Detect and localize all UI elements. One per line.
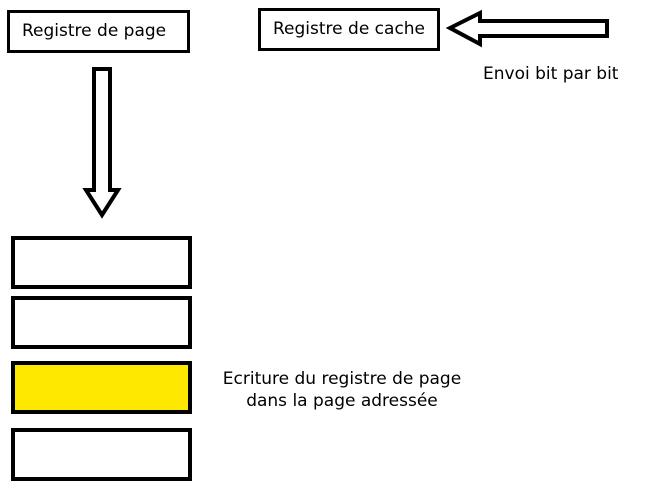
cache-register-label: Registre de cache: [273, 19, 426, 39]
write-page-caption-line-1: Ecriture du registre de page: [222, 369, 462, 389]
page-register-to-memory-arrow: [82, 67, 122, 219]
write-page-caption: Ecriture du registre de page dans la pag…: [208, 368, 476, 412]
write-page-caption-line-2: dans la page adressée: [246, 391, 438, 411]
bitwise-send-arrow: [445, 9, 609, 48]
down-arrow-icon: [82, 67, 122, 219]
memory-cell-1[interactable]: [11, 296, 192, 349]
memory-cell-0[interactable]: [11, 236, 192, 289]
memory-cell-2-highlighted[interactable]: [11, 361, 192, 414]
cache-register-box[interactable]: Registre de cache: [258, 8, 440, 51]
page-register-label: Registre de page: [22, 21, 167, 41]
send-bitwise-caption: Envoi bit par bit: [483, 64, 619, 84]
left-arrow-icon: [445, 9, 609, 48]
page-register-box[interactable]: Registre de page: [7, 10, 190, 53]
memory-cell-3[interactable]: [11, 428, 192, 481]
